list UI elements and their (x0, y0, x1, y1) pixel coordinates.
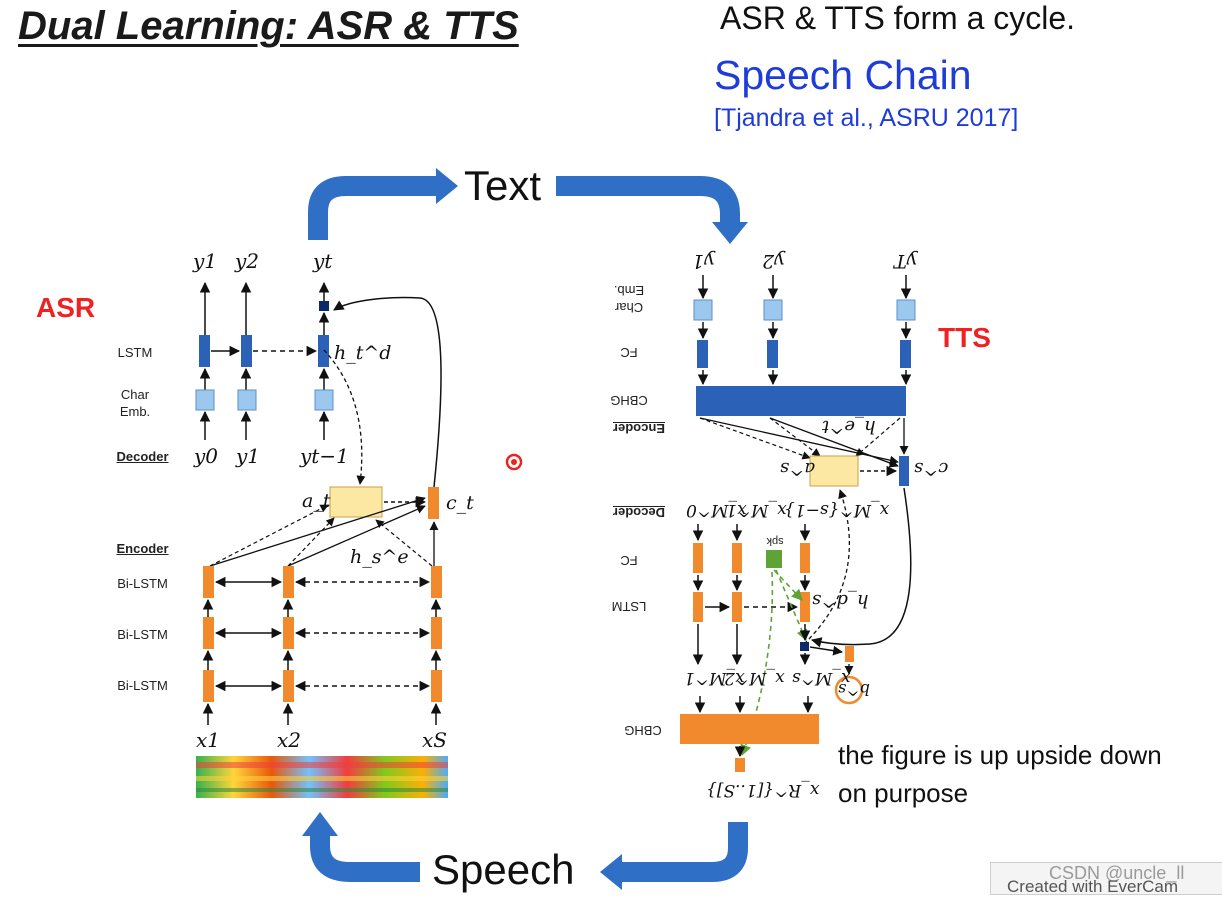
tts-fc2-label: FC (620, 553, 638, 568)
cycle-arrowhead-1 (436, 168, 458, 204)
asr-output-y2: y2 (235, 249, 260, 273)
asr-frame-xS: xS (422, 728, 447, 752)
cycle-arrow-text-top-left (308, 176, 436, 240)
asr-encoder-label: Encoder (116, 541, 169, 556)
tts-linear-cell (735, 758, 745, 772)
cursor-dot-ring (505, 453, 523, 471)
asr-char-emb (237, 389, 257, 411)
tts-stop-circle (834, 675, 864, 705)
asr-decoder-label: Decoder (116, 449, 169, 464)
asr-frame-x1: x1 (196, 728, 221, 752)
cycle-arrow-text-top-right (556, 176, 740, 222)
asr-network (195, 281, 448, 798)
asr-bilstm-label-1: Bi-LSTM (117, 576, 168, 591)
tts-fc-prenet (732, 543, 742, 573)
tts-fc-cell (697, 340, 708, 368)
asr-output-yt: yt (313, 249, 333, 273)
asr-bilstm-rows (202, 566, 442, 725)
tts-dec-hidden: h_d^s (812, 590, 869, 611)
asr-hidden-htd: h_t^d (334, 342, 392, 364)
cycle-caption: ASR & TTS form a cycle. (720, 0, 1076, 36)
text-node-label: Text (464, 162, 542, 209)
asr-output-node (319, 301, 329, 311)
watermark: CSDN @uncle_ll Created with EverCam (990, 862, 1222, 896)
tts-input-y1: y1 (692, 250, 715, 272)
slide-title: Dual Learning: ASR & TTS (18, 4, 519, 48)
tts-fc-prenet (800, 543, 810, 573)
tts-input-y2: y2 (762, 250, 785, 272)
tts-cbhg-label: CBHG (610, 393, 648, 408)
watermark-evercam: Created with EverCam (1007, 877, 1179, 896)
citation: [Tjandra et al., ASRU 2017] (714, 104, 1019, 132)
asr-input-y0: y0 (194, 444, 219, 468)
cycle-arrowhead-3 (600, 854, 622, 890)
asr-output-y1: y1 (193, 249, 218, 273)
tts-fc-label: FC (620, 345, 638, 360)
speech-chain-title: Speech Chain (714, 52, 972, 98)
asr-lstm-cell (199, 335, 210, 367)
asr-attention-at: a_t (302, 490, 331, 512)
asr-frame-x2: x2 (277, 728, 302, 752)
tts-dec-input-s-1: x_M^{s−1} (784, 500, 890, 520)
tts-char-emb-label: Char Emb. (613, 283, 645, 315)
tts-input-yT: yT (894, 250, 918, 272)
asr-lstm-label: LSTM (117, 345, 153, 360)
asr-lstm-cell (318, 335, 329, 367)
watermark-csdn: CSDN @uncle_ll (1049, 863, 1185, 883)
tts-attention-box (809, 455, 859, 487)
asr-bilstm-label-2: Bi-LSTM (117, 627, 168, 642)
cycle-arrow-speech-bottom-left (310, 836, 420, 882)
tts-spk-label: spk (766, 535, 784, 547)
asr-char-emb (314, 389, 334, 411)
tts-fc-prenet (693, 543, 703, 573)
tts-network (680, 275, 916, 772)
tts-context-cs: c^s (914, 458, 949, 479)
tts-lstm-cell (732, 592, 742, 622)
tts-lstm-label: LSTM (611, 599, 647, 614)
tts-decoder-label: Decoder (612, 505, 666, 520)
tts-fc-cell (767, 340, 778, 368)
cycle-arrow-speech-bottom-right (622, 822, 748, 882)
tts-char-emb (693, 299, 713, 321)
tts-context-cell (899, 456, 909, 486)
cursor-dot (511, 459, 517, 465)
asr-context-cell (428, 487, 439, 519)
asr-input-yt-1: yt−1 (300, 444, 349, 468)
tts-lstm-cell (693, 592, 703, 622)
tts-fc-cell (900, 340, 911, 368)
tts-stop-cell (845, 646, 854, 662)
asr-bilstm-label-3: Bi-LSTM (117, 678, 168, 693)
tts-output-node (800, 642, 809, 651)
asr-input-y1: y1 (236, 444, 261, 468)
tts-stop-bs: b^s (838, 680, 870, 699)
tts-mel-output-2: x_M^2 (724, 668, 785, 688)
tts-dec-input-1: x_M^1 (726, 500, 787, 520)
tts-label: TTS (938, 322, 991, 353)
asr-enc-hidden-hse: h_s^e (350, 546, 409, 568)
tts-enc-hidden: h_e^t (822, 416, 876, 437)
tts-attention-as: a^s (780, 458, 816, 479)
asr-char-emb-label: Char Emb. (119, 387, 151, 419)
asr-label: ASR (36, 292, 96, 323)
tts-cbhg-encoder (696, 386, 906, 416)
tts-char-emb (896, 299, 916, 321)
asr-context-ct: c_t (446, 492, 474, 514)
tts-linear-output: x_R^{[1..S]} (706, 780, 820, 800)
speech-node-label: Speech (432, 846, 575, 893)
upside-down-note: the figure is up upside down on purpose (838, 740, 1162, 808)
tts-lstm-cell (800, 592, 810, 622)
cycle-arrowhead-2 (712, 222, 748, 244)
asr-char-emb (195, 389, 215, 411)
tts-char-emb (763, 299, 783, 321)
tts-cbhg2-label: CBHG (624, 723, 662, 738)
tts-encoder-label: Encoder (613, 421, 666, 436)
tts-spk-embedding (766, 550, 782, 568)
cycle-arrowhead-4 (302, 812, 338, 836)
tts-cbhg-postnet (680, 714, 819, 744)
asr-attention-box (329, 486, 383, 518)
asr-lstm-cell (241, 335, 252, 367)
